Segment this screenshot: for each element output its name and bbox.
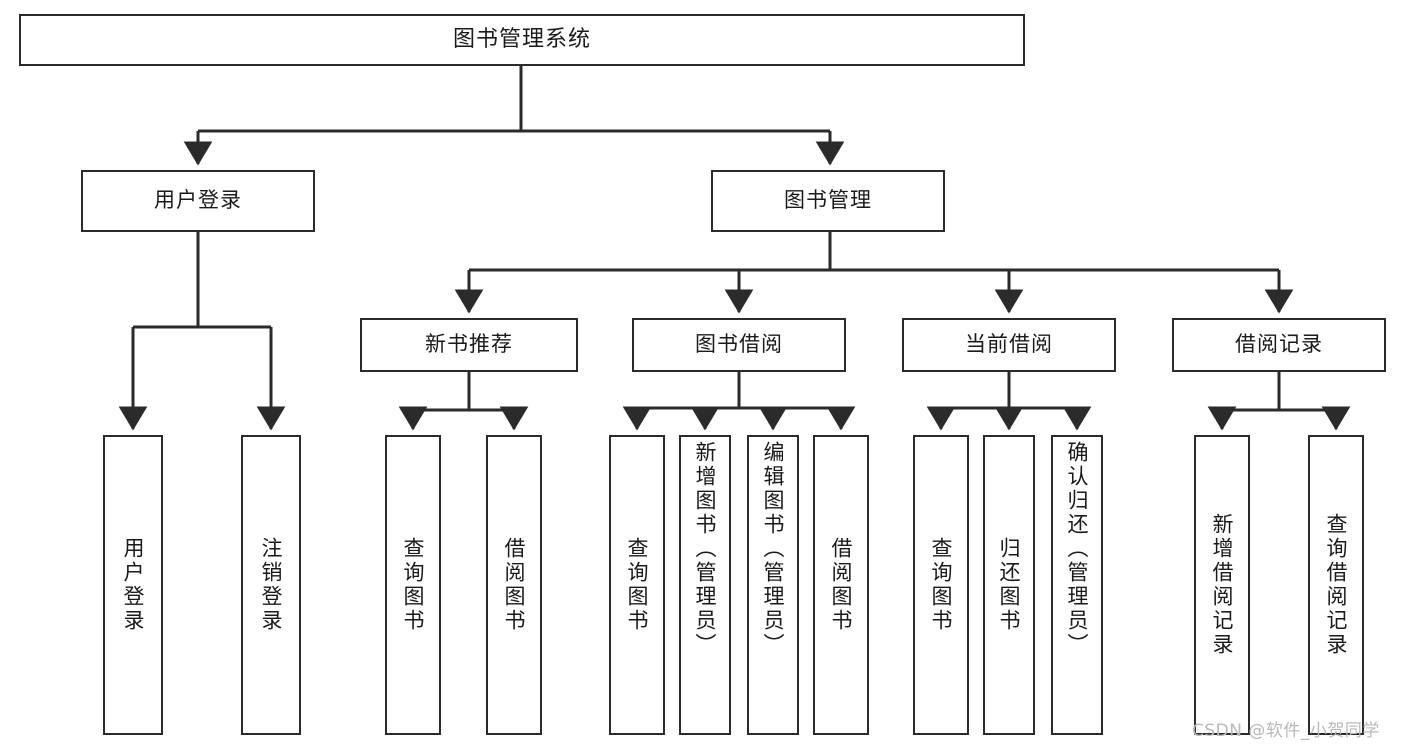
node-current-borrow[interactable]: 当前借阅 [902,318,1116,372]
node-leaf-return-book[interactable]: 归还图书 [983,435,1035,735]
node-leaf-borrow-book-2[interactable]: 借阅图书 [813,435,869,735]
node-leaf-query-record[interactable]: 查询借阅记录 [1308,435,1364,735]
node-leaf-query-book-2[interactable]: 查询图书 [609,435,665,735]
node-leaf-borrow-book-1[interactable]: 借阅图书 [486,435,542,735]
node-root[interactable]: 图书管理系统 [19,14,1025,66]
node-book-borrow[interactable]: 图书借阅 [632,318,846,372]
node-leaf-edit-book[interactable]: 编辑图书（管理员） [747,435,799,735]
node-leaf-query-book-3[interactable]: 查询图书 [913,435,969,735]
csdn-watermark: CSDN @软件_小贺同学 [1192,721,1380,741]
node-leaf-query-book-1[interactable]: 查询图书 [385,435,441,735]
node-leaf-user-login[interactable]: 用户登录 [103,435,163,735]
node-leaf-add-book[interactable]: 新增图书（管理员） [679,435,731,735]
node-leaf-confirm-return[interactable]: 确认归还（管理员） [1051,435,1103,735]
node-user-login[interactable]: 用户登录 [81,170,315,232]
node-new-book-recommend[interactable]: 新书推荐 [360,318,578,372]
node-book-manage[interactable]: 图书管理 [711,170,945,232]
node-borrow-record[interactable]: 借阅记录 [1172,318,1386,372]
node-leaf-logout-login[interactable]: 注销登录 [241,435,301,735]
node-leaf-add-record[interactable]: 新增借阅记录 [1194,435,1250,735]
